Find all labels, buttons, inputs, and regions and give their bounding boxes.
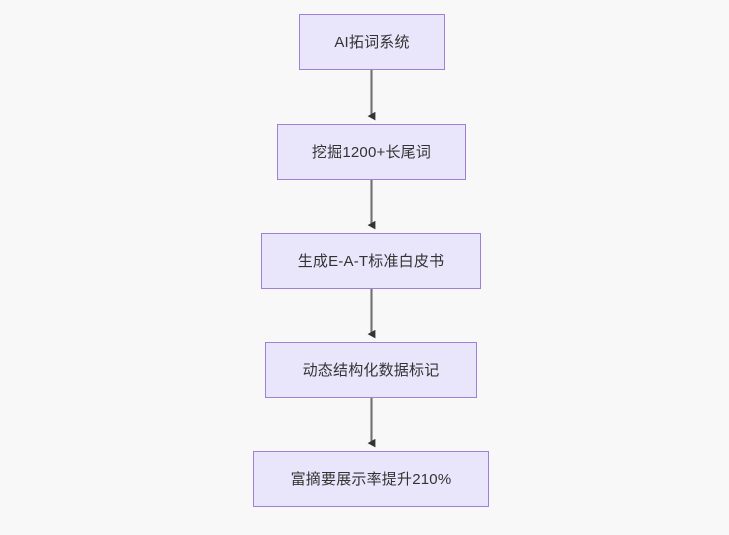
node-label: 挖掘1200+长尾词 (311, 143, 432, 161)
flowchart-node-ai-keyword-system[interactable]: AI拓词系统 (299, 14, 445, 70)
flowchart-node-generate-eat-whitepaper[interactable]: 生成E-A-T标准白皮书 (261, 233, 481, 289)
node-label: AI拓词系统 (334, 33, 410, 51)
flowchart-node-mine-longtail-keywords[interactable]: 挖掘1200+长尾词 (277, 124, 466, 180)
flowchart-node-dynamic-structured-data-markup[interactable]: 动态结构化数据标记 (265, 342, 477, 398)
flowchart-node-rich-snippet-rate-increase[interactable]: 富摘要展示率提升210% (253, 451, 489, 507)
node-label: 动态结构化数据标记 (302, 361, 440, 379)
node-label: 富摘要展示率提升210% (290, 470, 452, 488)
node-label: 生成E-A-T标准白皮书 (297, 252, 445, 270)
